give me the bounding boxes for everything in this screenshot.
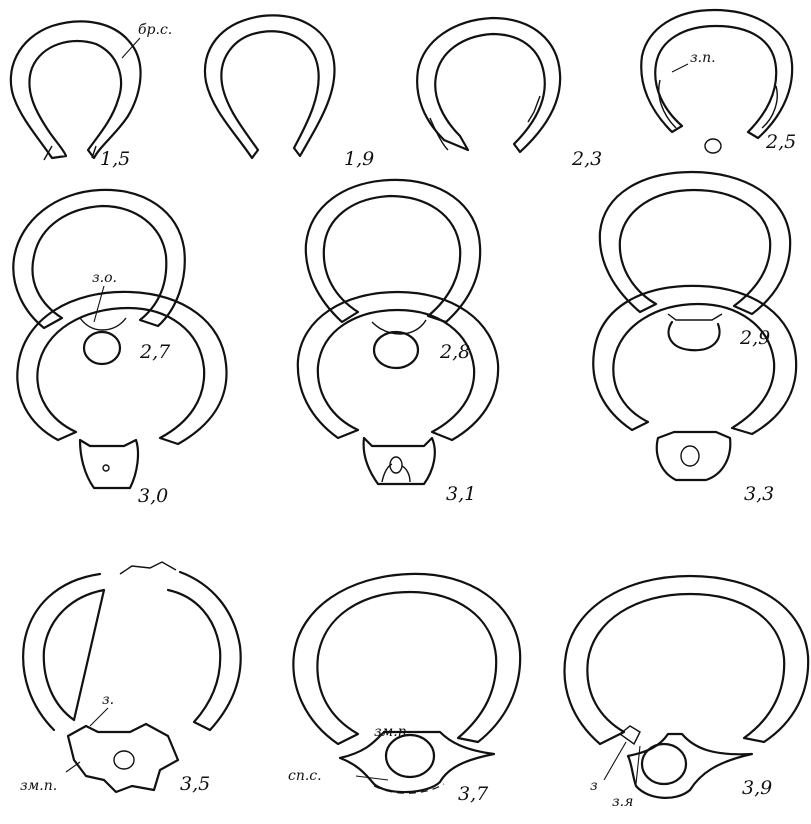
- section-2-7: з.о. 2,7: [13, 190, 184, 364]
- section-2-9: 2,9: [600, 172, 790, 350]
- stage-label: 3,3: [744, 483, 774, 505]
- section-2-5: з.п. 2,5: [641, 10, 796, 153]
- annotation-br-s: бр.с.: [138, 22, 172, 38]
- stage-label: 1,5: [100, 148, 130, 170]
- stage-label: 3,5: [180, 773, 210, 795]
- annotation-zm-p-37: зм.п: [374, 724, 407, 740]
- section-2-8: 2,8: [306, 180, 480, 368]
- stage-label: 3,0: [138, 485, 168, 507]
- annotation-sp-s: сп.с.: [288, 768, 322, 784]
- stage-label: 3,9: [742, 777, 772, 799]
- section-3-9: з з.я 3,9: [564, 576, 808, 810]
- annotation-z: з.: [102, 692, 114, 708]
- stage-label: 2,7: [139, 341, 171, 363]
- section-1-9: 1,9: [205, 15, 374, 170]
- stage-label: 2,3: [571, 148, 602, 170]
- stage-label: 1,9: [344, 148, 374, 170]
- section-2-3: 2,3: [417, 18, 602, 170]
- section-1-5: бр.с. 1,5: [11, 21, 172, 170]
- section-3-3: 3,3: [593, 286, 796, 505]
- annotation-z-39: з: [590, 778, 598, 794]
- annotation-z-p: з.п.: [690, 50, 716, 66]
- stage-label: 3,7: [458, 783, 489, 805]
- annotation-z-o: з.о.: [92, 270, 117, 286]
- section-3-5: з. зм.п. 3,5: [20, 562, 241, 795]
- stage-label: 2,5: [765, 131, 796, 153]
- stage-label: 3,1: [446, 483, 476, 505]
- annotation-zm-p-35: зм.п.: [20, 778, 57, 794]
- annotation-z-ya: з.я: [612, 794, 633, 810]
- section-3-7: сп.с. зм.п 3,7: [288, 574, 520, 805]
- section-3-1: 3,1: [298, 292, 498, 505]
